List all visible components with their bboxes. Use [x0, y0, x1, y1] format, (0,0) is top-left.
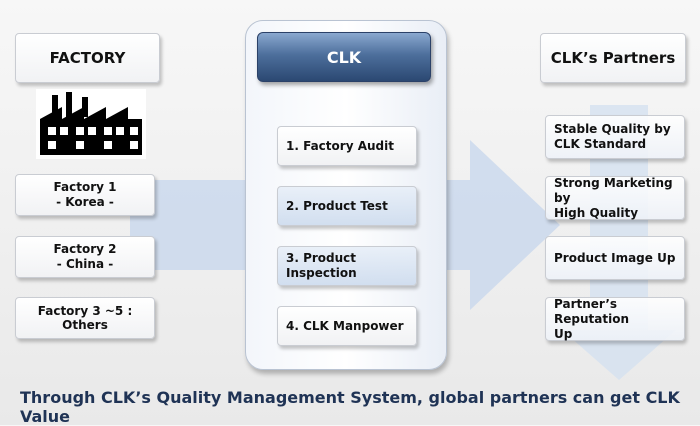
- partner-item-1: Stable Quality by CLK Standard: [545, 115, 685, 159]
- footer-caption: Through CLK’s Quality Management System,…: [20, 388, 680, 426]
- partner-item-3: Product Image Up: [545, 236, 685, 280]
- factory-item-3: Factory 3 ~5 : Others: [15, 297, 155, 339]
- partner-item-4: Partner’s Reputation Up: [545, 297, 685, 341]
- factory-icon: [36, 89, 146, 159]
- factory-item-1: Factory 1 - Korea -: [15, 174, 155, 216]
- clk-title: CLK: [257, 32, 431, 82]
- partner-item-2: Strong Marketing by High Quality: [545, 176, 685, 220]
- factory-title: FACTORY: [15, 33, 160, 83]
- clk-step-4: 4. CLK Manpower: [277, 306, 417, 346]
- clk-step-3: 3. Product Inspection: [277, 246, 417, 286]
- factory-item-2: Factory 2 - China -: [15, 236, 155, 278]
- clk-step-1: 1. Factory Audit: [277, 126, 417, 166]
- partners-title: CLK’s Partners: [540, 33, 686, 83]
- clk-step-2: 2. Product Test: [277, 186, 417, 226]
